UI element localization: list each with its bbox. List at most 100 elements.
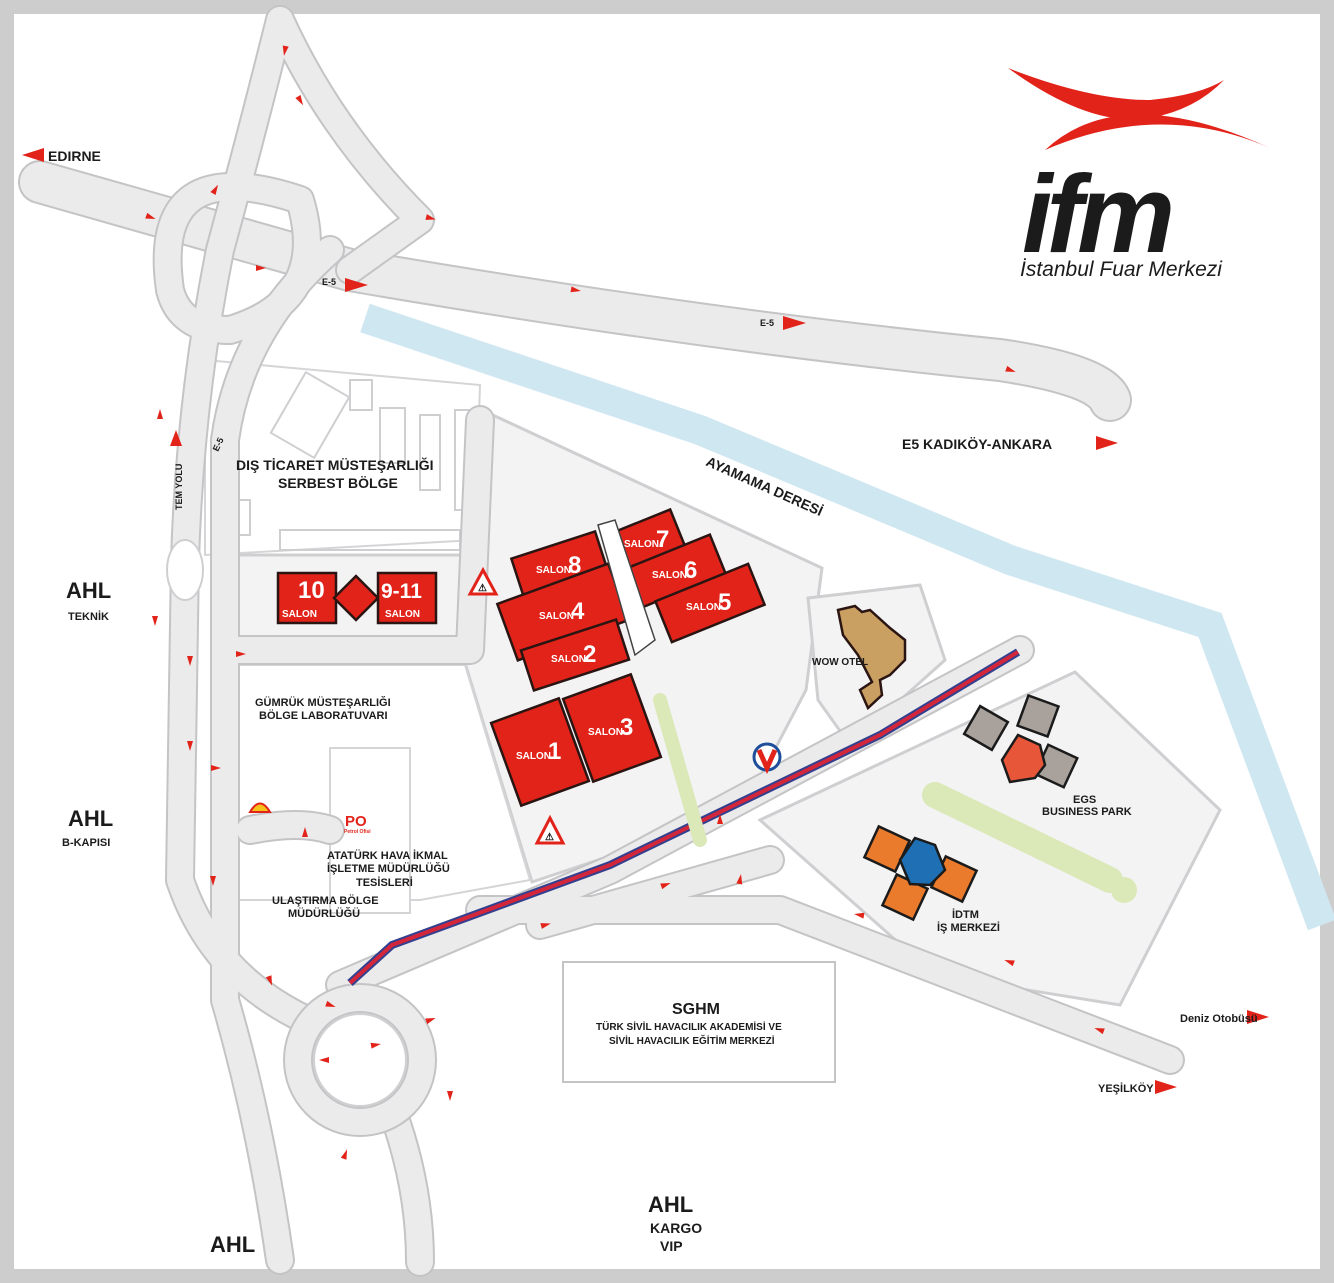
metro-icon[interactable] (752, 742, 782, 775)
label-deniz-otobusu: Deniz Otobüsü (1180, 1013, 1258, 1025)
svg-text:⚠: ⚠ (478, 583, 487, 594)
label-ulastirma: ULAŞTIRMA BÖLGE (272, 894, 379, 907)
svg-text:Petrol Ofisi: Petrol Ofisi (344, 829, 371, 835)
road-network (18, 5, 1185, 1277)
river-ayamama (360, 303, 1334, 931)
label-gumruk-2: BÖLGE LABORATUVARI (259, 709, 388, 722)
label-edirne: EDIRNE (48, 148, 101, 164)
svg-text:⚠: ⚠ (545, 832, 554, 843)
label-yesilkoy: YEŞİLKÖY (1098, 1082, 1154, 1095)
traffic-arrow-icon (187, 656, 193, 666)
traffic-arrow-icon (425, 214, 436, 220)
egs-business-park-building[interactable] (962, 693, 1079, 789)
traffic-arrow-icon (256, 265, 266, 271)
hall-word: SALON (686, 602, 721, 613)
traffic-arrow-icon (157, 409, 163, 419)
label-ikmal: ATATÜRK HAVA İKMAL (327, 849, 448, 862)
hall-number: 7 (656, 526, 669, 553)
label-ahl-kargo: AHL (648, 1192, 693, 1217)
hall-number: 3 (620, 714, 633, 741)
hall-number: 9-11 (381, 580, 422, 603)
pedestrian-crossing-icon: ⚠ (467, 566, 499, 596)
traffic-arrow-icon (302, 827, 308, 837)
hall-10[interactable]: 10 SALON (276, 571, 338, 625)
hall-9-11[interactable]: 9-11 SALON (376, 571, 438, 625)
label-idtm: İDTM (952, 908, 979, 921)
traffic-arrow-icon (236, 651, 246, 657)
hall-number: 5 (718, 589, 731, 616)
wow-otel-building[interactable] (836, 604, 907, 711)
hall-word: SALON (624, 539, 659, 550)
traffic-arrow-icon (211, 765, 221, 771)
label-ahl-bottom: AHL (210, 1232, 255, 1257)
traffic-arrow-icon (370, 1042, 381, 1049)
traffic-arrow-icon (717, 814, 723, 824)
hall-word: SALON (536, 565, 571, 576)
petrol-ofisi-icon: PO Petrol Ofisi (344, 813, 371, 835)
label-sghm-3: SİVİL HAVACILIK EĞİTİM MERKEZİ (609, 1034, 775, 1047)
hall-number: 8 (568, 552, 581, 579)
traffic-arrow-icon (660, 882, 671, 890)
label-ahl-teknik-sub: TEKNİK (68, 610, 109, 623)
green-circle (1111, 877, 1137, 903)
label-ahl-teknik: AHL (66, 578, 111, 603)
hall-word: SALON (551, 654, 586, 665)
hall-word: SALON (282, 609, 317, 620)
traffic-arrow-icon (325, 1000, 336, 1008)
label-e5-east: E5 KADIKÖY-ANKARA (902, 436, 1052, 452)
label-vip: VIP (660, 1238, 683, 1254)
label-wow-otel: WOW OTEL (812, 657, 868, 668)
labels: EDIRNE E5 KADIKÖY-ANKARA AHL TEKNİK AHL … (48, 148, 1258, 1257)
label-ikmal-2: İŞLETME MÜDÜRLÜĞÜ (327, 862, 450, 875)
traffic-arrow-icon (540, 923, 551, 929)
hall-number: 6 (684, 557, 697, 584)
hall-word: SALON (516, 751, 551, 762)
traffic-arrow-icon (152, 616, 158, 626)
traffic-arrow-icon (282, 45, 289, 56)
traffic-arrow-icon (1094, 1027, 1105, 1035)
svg-text:İstanbul Fuar Merkezi: İstanbul Fuar Merkezi (1020, 258, 1223, 281)
traffic-arrow-icon (1004, 959, 1015, 967)
hall-number: 1 (548, 738, 561, 765)
shell-icon (248, 802, 272, 813)
traffic-arrow-icon (447, 1091, 453, 1101)
traffic-arrow-icon (145, 212, 156, 220)
traffic-arrow-icon (736, 874, 743, 885)
traffic-arrow-icon (210, 876, 216, 886)
label-ulastirma-2: MÜDÜRLÜĞÜ (288, 907, 360, 920)
label-sghm-2: TÜRK SİVİL HAVACILIK AKADEMİSİ VE (596, 1020, 782, 1033)
traffic-arrow-icon (425, 1017, 436, 1025)
metro-line-inner (348, 650, 1020, 985)
hall-word: SALON (588, 727, 623, 738)
label-idtm-2: İŞ MERKEZİ (937, 921, 1000, 934)
label-egs-2: BUSINESS PARK (1042, 806, 1132, 818)
traffic-arrow-icon (570, 286, 581, 293)
pedestrian-crossing-icon: ⚠ (534, 814, 566, 845)
hall-number: 4 (571, 598, 585, 625)
traffic-arrow-icon (319, 1057, 329, 1063)
label-kargo: KARGO (650, 1220, 702, 1236)
hall-number: 10 (298, 577, 325, 604)
label-e5: E-5 (322, 277, 336, 287)
idtm-building[interactable] (862, 824, 979, 922)
label-serbest-bolge: DIŞ TİCARET MÜSTEŞARLIĞI (236, 456, 434, 473)
hall-word: SALON (385, 609, 420, 620)
hall-word: SALON (652, 570, 687, 581)
svg-text:PO: PO (345, 813, 367, 830)
sghm-building[interactable] (562, 961, 836, 1083)
label-serbest-bolge-2: SERBEST BÖLGE (278, 475, 398, 491)
label-ahl-bkapisi: AHL (68, 806, 113, 831)
traffic-arrow-icon (854, 912, 865, 919)
label-tem-yolu: TEM YOLU (174, 464, 184, 510)
traffic-arrow-icon (295, 95, 303, 106)
hall-number: 2 (583, 641, 596, 668)
hall-connector (332, 574, 380, 622)
label-gumruk: GÜMRÜK MÜSTEŞARLIĞI (255, 696, 391, 709)
direction-arrow-icon (22, 148, 1269, 1094)
